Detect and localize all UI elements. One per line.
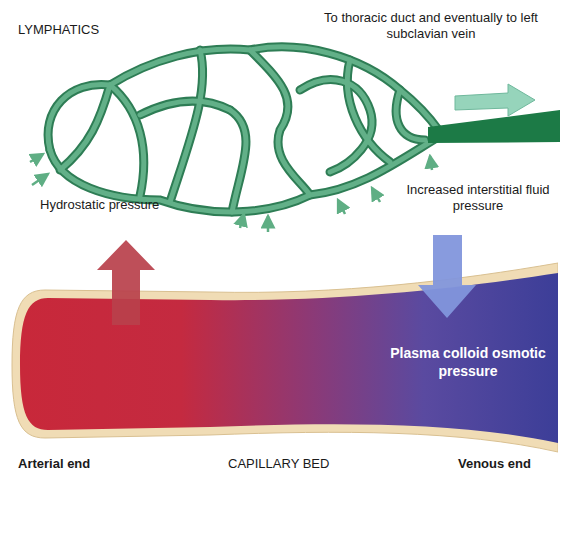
diagram-label: To thoracic duct and eventually to left …: [300, 10, 562, 42]
diagram-label: Hydrostatic pressure: [40, 197, 220, 213]
diagram-label: CAPILLARY BED: [228, 456, 368, 472]
diagram-label: Arterial end: [18, 456, 138, 472]
pressure-label: Plasma colloid osmotic pressure: [382, 344, 554, 380]
diagram-label: Venous end: [458, 456, 568, 472]
capillary-bed: Plasma colloid osmotic pressure: [10, 260, 558, 455]
diagram-label: Increased interstitial fluid pressure: [392, 182, 564, 214]
diagram-label: LYMPHATICS: [18, 22, 138, 38]
